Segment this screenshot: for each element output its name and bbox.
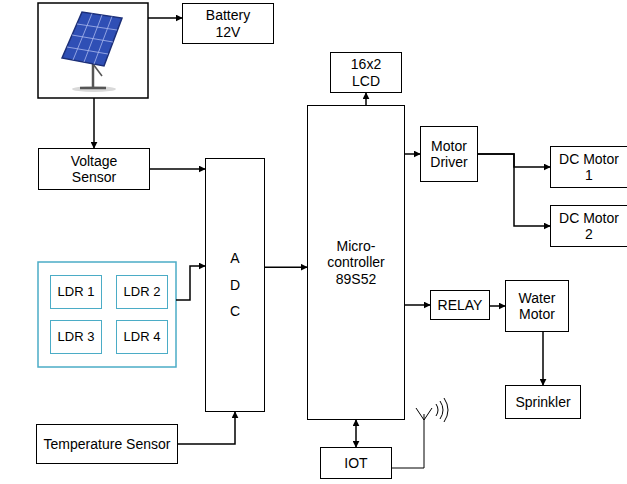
box-label: Micro- controller 89S52 <box>314 238 398 286</box>
pump-box: Water Motor <box>505 280 569 332</box>
box-label: A D C <box>228 245 242 325</box>
ldr-group-frame <box>38 262 176 367</box>
signal-arrow <box>265 266 307 268</box>
box-label: 16x2 LCD <box>336 56 396 88</box>
adc-box: A D C <box>205 158 265 412</box>
battery-box: Battery 12V <box>182 3 274 44</box>
relay-box: RELAY <box>430 290 490 320</box>
motor-box: DC Motor 1 <box>550 146 627 188</box>
ldr-box: LDR 4 <box>116 320 168 354</box>
box-label: IOT <box>344 455 367 471</box>
box-label: RELAY <box>438 297 483 313</box>
signal-arrow <box>365 93 367 105</box>
ldr-box: LDR 1 <box>50 275 102 309</box>
box-label: LDR 2 <box>124 285 161 300</box>
box-label: Battery 12V <box>196 7 260 39</box>
box-label: Motor Driver <box>426 138 472 170</box>
box-label: DC Motor 1 <box>556 151 622 183</box>
signal-arrow <box>478 154 550 226</box>
box-label: LDR 4 <box>124 330 161 345</box>
box-label: Sprinkler <box>515 394 570 410</box>
power-wire <box>93 98 95 148</box>
controller-box: Micro- controller 89S52 <box>307 105 405 420</box>
ldr-box: LDR 3 <box>50 320 102 354</box>
solar-panel-frame <box>38 3 148 98</box>
ldr-box: LDR 2 <box>116 275 168 309</box>
box-label: Voltage Sensor <box>56 153 132 185</box>
signal-arrow <box>405 153 420 155</box>
box-label: LDR 1 <box>58 285 95 300</box>
signal-arrow <box>355 420 357 447</box>
driver-box: Motor Driver <box>420 126 478 182</box>
box-label: Temperature Sensor <box>44 436 171 452</box>
sensor-box: Temperature Sensor <box>36 424 178 464</box>
signal-arrow <box>150 168 205 170</box>
box-label: DC Motor 2 <box>556 210 622 242</box>
box-label: LDR 3 <box>58 330 95 345</box>
motor-box: DC Motor 2 <box>550 205 627 247</box>
box-label: Water Motor <box>511 290 563 322</box>
power-wire <box>148 17 182 19</box>
sprinkler-box: Sprinkler <box>505 385 581 419</box>
signal-arrow <box>178 412 235 444</box>
display-box: 16x2 LCD <box>330 52 402 93</box>
ldr-wire <box>176 266 205 300</box>
signal-arrow <box>405 304 430 306</box>
signal-arrow <box>542 332 544 385</box>
solar-panel-picture <box>62 12 122 92</box>
iot-box: IOT <box>320 447 392 479</box>
sensor-box: Voltage Sensor <box>38 148 150 190</box>
signal-arrow <box>490 305 505 307</box>
